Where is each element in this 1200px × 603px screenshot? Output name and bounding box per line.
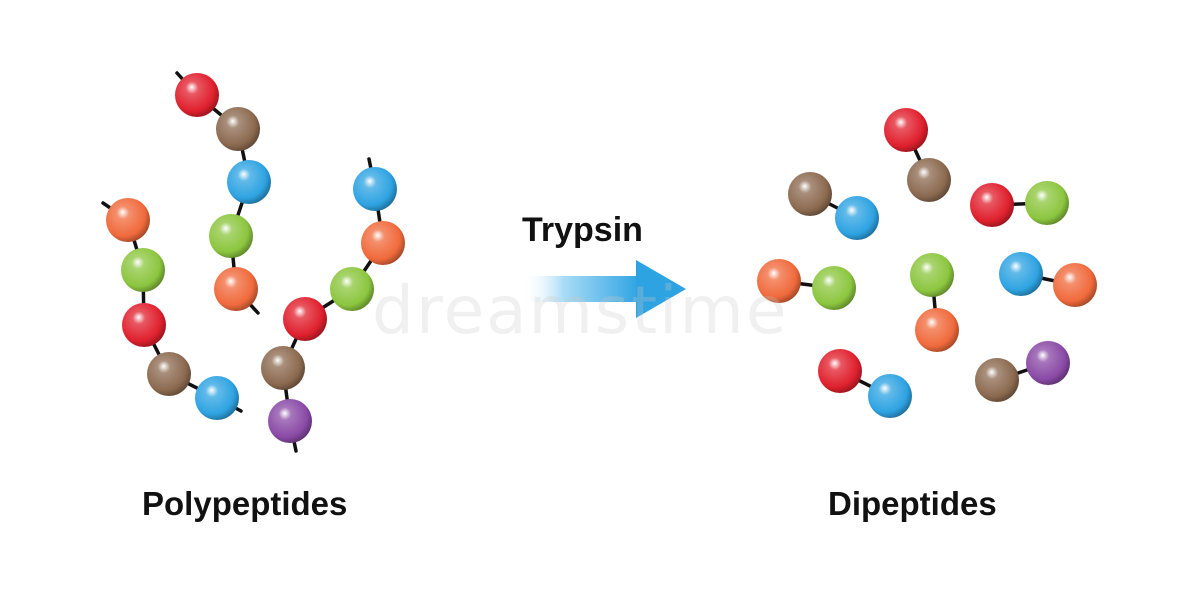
blue-amino-acid-bead [835,196,879,240]
orange-amino-acid-bead [214,267,258,311]
purple-amino-acid-bead [1026,341,1070,385]
green-amino-acid-bead [1025,181,1069,225]
brown-amino-acid-bead [907,158,951,202]
green-amino-acid-bead [812,266,856,310]
orange-amino-acid-bead [361,221,405,265]
brown-amino-acid-bead [147,352,191,396]
blue-amino-acid-bead [999,252,1043,296]
red-amino-acid-bead [175,73,219,117]
trypsin-arrow [522,260,686,318]
red-amino-acid-bead [970,183,1014,227]
dipeptides-label: Dipeptides [828,485,997,522]
orange-amino-acid-bead [915,308,959,352]
polypeptides-label: Polypeptides [142,485,348,522]
arrow-head-icon [636,260,686,318]
green-amino-acid-bead [121,248,165,292]
blue-amino-acid-bead [227,160,271,204]
red-amino-acid-bead [122,303,166,347]
orange-amino-acid-bead [1053,263,1097,307]
trypsin-label: Trypsin [522,211,643,249]
purple-amino-acid-bead [268,399,312,443]
green-amino-acid-bead [330,267,374,311]
blue-amino-acid-bead [868,374,912,418]
watermark-text: dreamstime [372,272,789,349]
red-amino-acid-bead [818,349,862,393]
arrow-shaft [522,276,640,302]
brown-amino-acid-bead [216,107,260,151]
amino-acid-beads [106,73,1097,443]
green-amino-acid-bead [910,253,954,297]
orange-amino-acid-bead [106,198,150,242]
blue-amino-acid-bead [353,167,397,211]
green-amino-acid-bead [209,214,253,258]
brown-amino-acid-bead [261,346,305,390]
red-amino-acid-bead [884,108,928,152]
brown-amino-acid-bead [975,358,1019,402]
brown-amino-acid-bead [788,172,832,216]
red-amino-acid-bead [283,297,327,341]
orange-amino-acid-bead [757,259,801,303]
blue-amino-acid-bead [195,376,239,420]
